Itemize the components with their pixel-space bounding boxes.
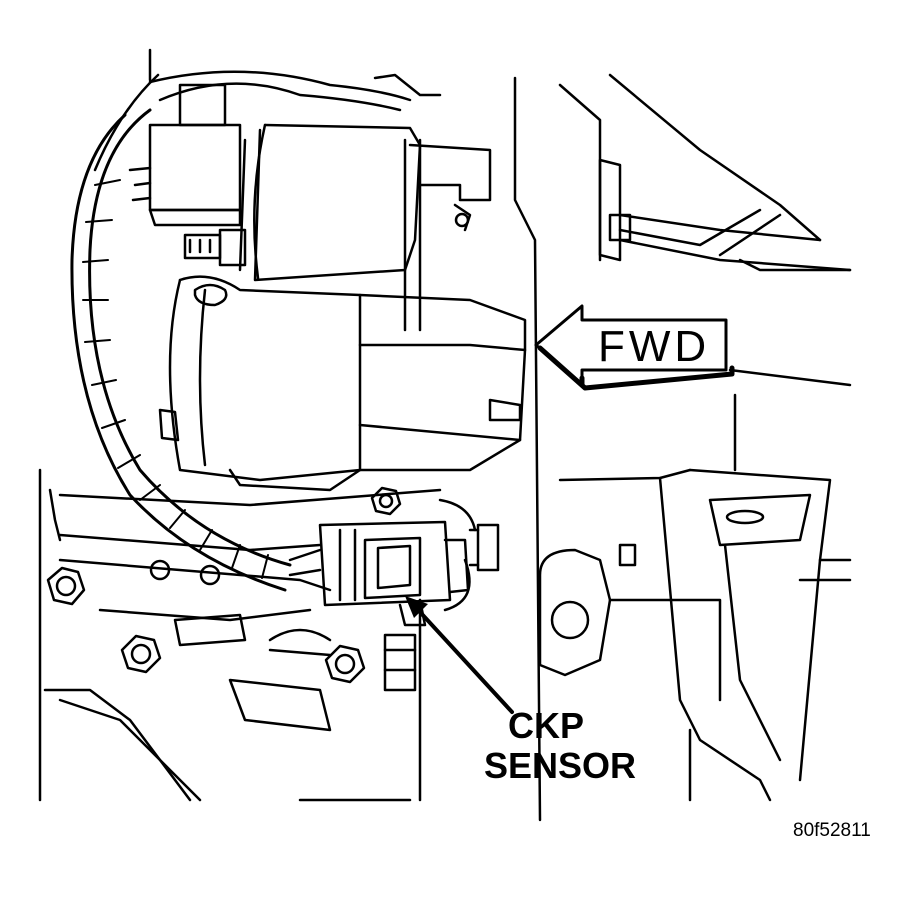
figure-id: 80f52811 xyxy=(793,820,871,841)
fwd-label: FWD xyxy=(598,322,711,371)
bolt-middle xyxy=(120,634,162,674)
ckp-leader-arrow xyxy=(405,596,514,714)
wiring-harness xyxy=(70,70,412,592)
lower-plate xyxy=(58,559,332,802)
starter-motor xyxy=(158,123,527,492)
harness-connector xyxy=(128,83,242,227)
ckp-label-line1: CKP xyxy=(508,705,585,746)
mount-boss xyxy=(538,543,637,677)
ckp-label-line2: SENSOR xyxy=(484,745,637,786)
ckp-sensor-assembly xyxy=(288,498,477,627)
hex-bolts xyxy=(46,486,500,692)
bolt-sensor xyxy=(370,486,402,516)
transmission-bracket xyxy=(598,158,852,802)
bolt-left xyxy=(46,566,86,606)
bolt-connector-right xyxy=(468,523,500,572)
fwd-arrow xyxy=(534,304,735,391)
bolt-lower-right xyxy=(383,633,417,692)
bolt-right xyxy=(324,644,366,684)
